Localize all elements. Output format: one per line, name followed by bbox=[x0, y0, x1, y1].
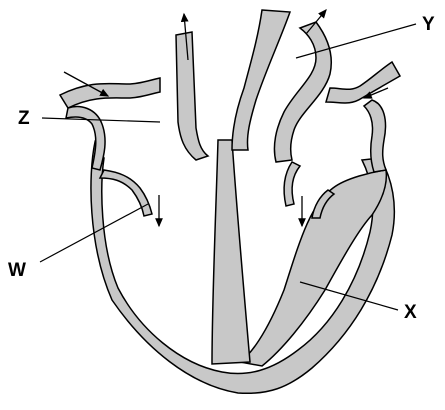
label-z: Z bbox=[18, 108, 30, 129]
vena-cava-upper-left bbox=[60, 78, 160, 108]
tricuspid-valve-flap bbox=[100, 170, 152, 216]
label-y: Y bbox=[422, 14, 435, 35]
right-great-vessel-y bbox=[274, 22, 331, 162]
pulmonary-vein-upper-right bbox=[326, 62, 400, 103]
label-w: W bbox=[8, 260, 26, 281]
septum bbox=[212, 140, 250, 364]
aorta-left-vessel bbox=[176, 32, 208, 160]
mitral-valve-flap bbox=[284, 162, 300, 206]
label-x: X bbox=[404, 302, 417, 323]
right-atrium-wall bbox=[66, 107, 105, 170]
